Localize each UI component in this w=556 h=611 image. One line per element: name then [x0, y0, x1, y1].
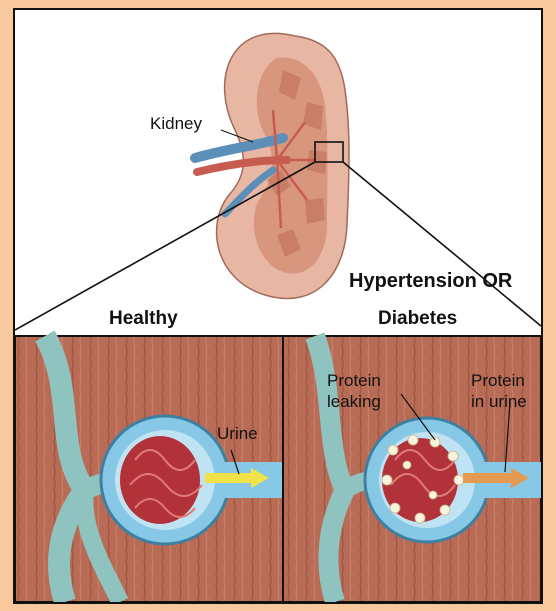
protein-urine-label-line1: Protein [471, 371, 525, 391]
healthy-label: Healthy [109, 308, 178, 330]
healthy-panel [15, 336, 283, 602]
kidney-label: Kidney [150, 114, 202, 134]
kidney-diagram [15, 10, 541, 602]
urine-label: Urine [217, 424, 258, 444]
protein-leaking-label-line1: Protein [327, 371, 381, 391]
protein-urine-label-line2: in urine [471, 392, 527, 412]
condition-label-line2: Diabetes [378, 308, 457, 330]
protein-leaking-label-line2: leaking [327, 392, 381, 412]
diagram-canvas: Kidney Hypertension OR Diabetes Healthy … [13, 8, 543, 604]
condition-label-line1: Hypertension OR [349, 270, 512, 293]
